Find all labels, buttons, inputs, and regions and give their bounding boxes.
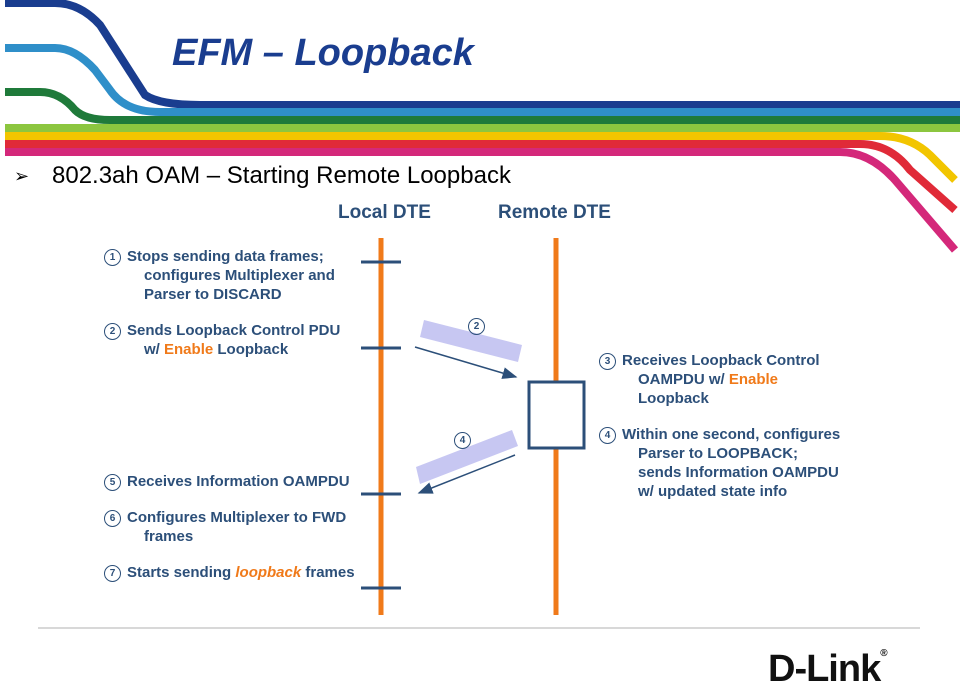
- slide-subtitle: 802.3ah OAM – Starting Remote Loopback: [52, 162, 511, 189]
- local-dte-heading: Local DTE: [338, 202, 431, 223]
- information-oampdu: [416, 430, 518, 484]
- step-number: 7: [104, 565, 121, 582]
- step-number: 6: [104, 510, 121, 527]
- remote-loopback-box: [527, 380, 586, 450]
- step-number: 3: [599, 353, 616, 370]
- step-number: 4: [599, 427, 616, 444]
- page-title: EFM – Loopback: [172, 32, 474, 74]
- bullet-arrow-icon: ➢: [14, 166, 30, 186]
- header-stripes: [5, 0, 960, 253]
- step-number: 2: [104, 323, 121, 340]
- arrow-label-2: 2: [468, 316, 485, 335]
- step-number: 5: [104, 474, 121, 491]
- arrow-label-4: 4: [454, 430, 471, 449]
- step-number: 1: [104, 249, 121, 266]
- loopback-control-pdu: [420, 320, 522, 362]
- dlink-logo: D-Link®: [768, 648, 888, 690]
- return-arrow: [417, 454, 516, 494]
- outgoing-arrow: [414, 346, 518, 379]
- remote-dte-heading: Remote DTE: [498, 202, 611, 223]
